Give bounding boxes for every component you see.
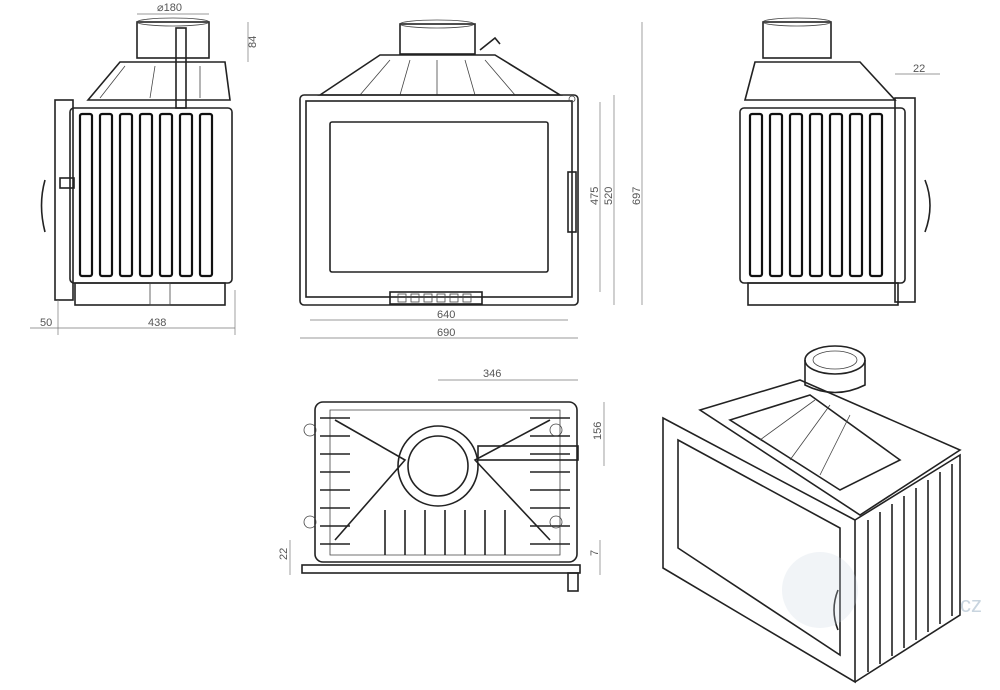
dim-glass-width: 640 — [437, 309, 455, 321]
rib — [848, 112, 864, 278]
rib — [868, 112, 884, 278]
control-knob — [397, 293, 407, 303]
control-knob — [449, 293, 459, 303]
dim-flue-height: 84 — [247, 36, 259, 48]
rib — [808, 112, 824, 278]
dim-rear-offset: 7 — [589, 550, 601, 556]
dim-right-offset: 22 — [913, 63, 925, 75]
rib — [138, 112, 154, 278]
dim-height: 697 — [631, 187, 643, 205]
dim-door-height: 520 — [603, 187, 615, 205]
front-dimensions: 640 690 475 520 697 — [300, 22, 643, 339]
dim-depth: 438 — [148, 317, 166, 329]
dim-offset: 50 — [40, 317, 52, 329]
rib — [788, 112, 804, 278]
rib — [748, 112, 764, 278]
rib — [118, 112, 134, 278]
dim-flue-depth: 156 — [592, 422, 604, 440]
rib — [828, 112, 844, 278]
rib — [178, 112, 194, 278]
front-view — [299, 19, 579, 306]
rib — [768, 112, 784, 278]
control-knob — [423, 293, 433, 303]
top-view — [301, 401, 581, 592]
isometric-view: cz — [662, 345, 982, 684]
left-dimensions: ⌀180 84 50 438 — [30, 2, 259, 335]
rib — [78, 112, 94, 278]
watermark: cz — [960, 592, 982, 617]
dim-diameter: ⌀180 — [157, 2, 182, 14]
rib — [198, 112, 214, 278]
rib — [98, 112, 114, 278]
rib — [158, 112, 174, 278]
dim-glass-height: 475 — [589, 187, 601, 205]
control-knob — [410, 293, 420, 303]
control-knob — [436, 293, 446, 303]
top-dimensions: 346 156 22 7 — [278, 368, 605, 575]
dim-width: 690 — [437, 327, 455, 339]
right-side-view: 22 — [739, 17, 940, 306]
control-knob — [462, 293, 472, 303]
dim-front-offset: 22 — [278, 548, 290, 560]
dim-flue-offset: 346 — [483, 368, 501, 380]
left-side-view — [40, 17, 233, 306]
